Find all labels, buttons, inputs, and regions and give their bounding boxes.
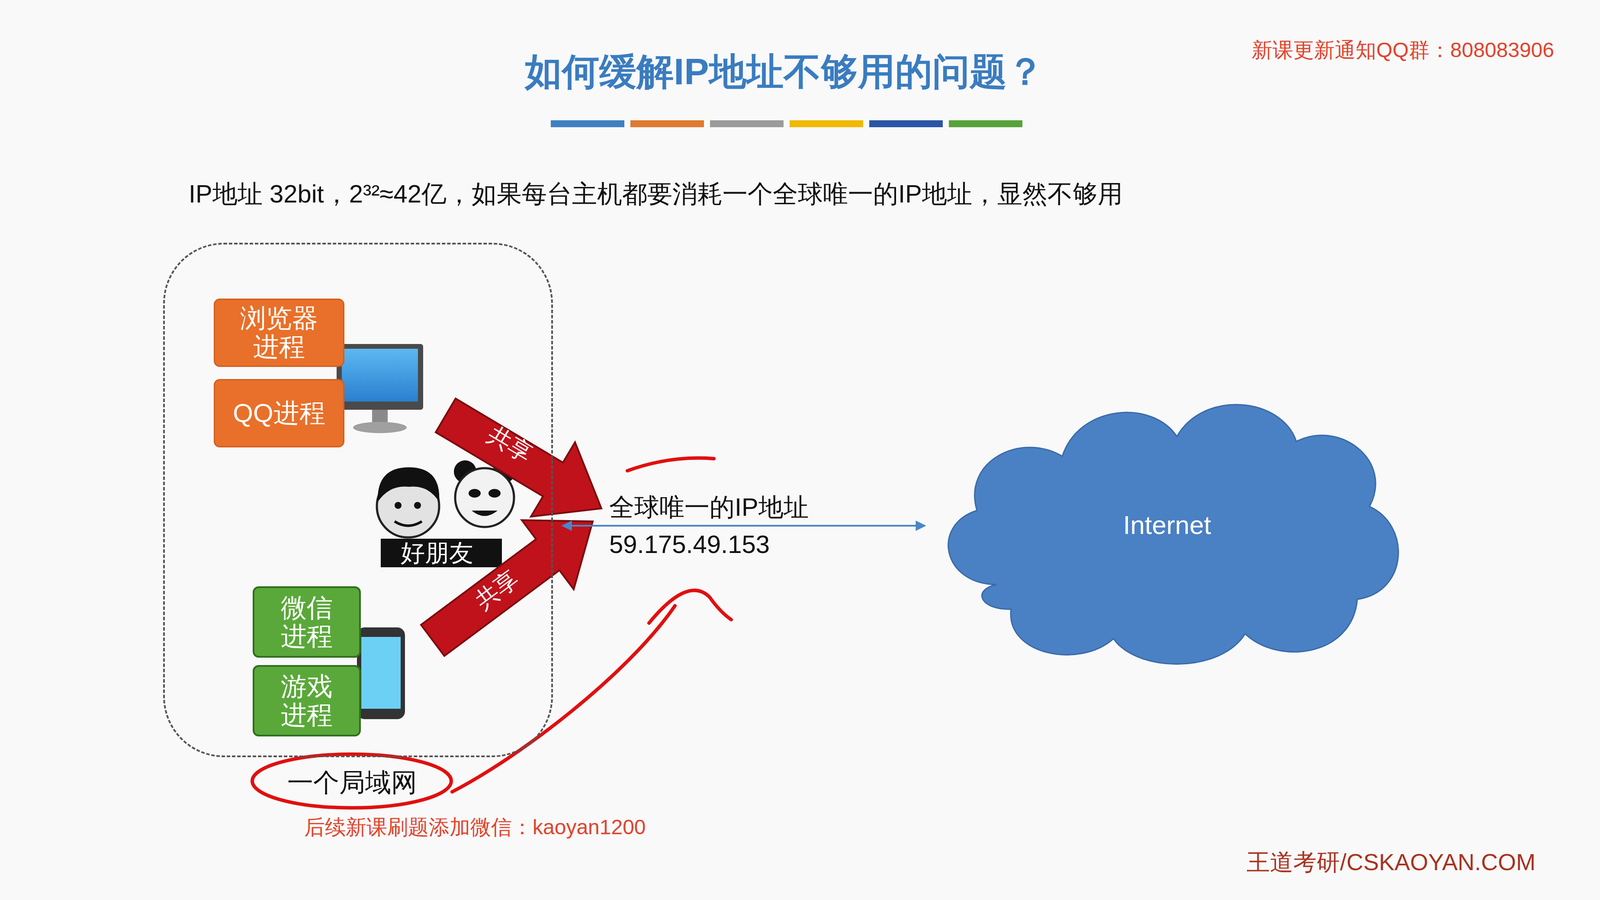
process-box: 浏览器 进程: [213, 298, 345, 367]
note-label: 全球唯一的IP地址: [609, 494, 809, 520]
meme-mouth: [394, 521, 422, 526]
hand-hook: [648, 590, 732, 624]
meme-face: [455, 468, 515, 527]
color-bar: [630, 120, 704, 128]
note-label: 王道考研/CSKAOYAN.COM: [1246, 850, 1536, 874]
node-text: 微信 进程: [271, 593, 342, 651]
node-text: QQ进程: [232, 398, 325, 428]
meme-band: [380, 538, 502, 568]
monitor-stand: [372, 409, 388, 424]
monitor-base: [353, 421, 407, 434]
monitor-frame: [336, 343, 424, 410]
link-line: [562, 524, 926, 527]
process-box: 游戏 进程: [252, 665, 361, 737]
note-label: 新课更新通知QQ群：808083906: [1251, 39, 1555, 61]
share-arrow: [435, 398, 602, 517]
process-box: QQ进程: [213, 379, 345, 448]
color-bar: [869, 120, 943, 128]
hand-arrow: [452, 605, 675, 792]
node-text: 浏览器 进程: [232, 304, 326, 362]
color-bar: [948, 120, 1023, 128]
note-label: 59.175.49.153: [609, 531, 770, 557]
meme-eye: [414, 501, 421, 509]
cloud-shape: [948, 404, 1399, 665]
slide-title: 如何缓解IP地址不够用的问题？: [524, 52, 1044, 90]
note-label: 好朋友: [400, 540, 474, 566]
lan-region: 一个局域网浏览器 进程QQ进程微信 进程游戏 进程: [163, 242, 553, 758]
color-bar: [550, 120, 625, 128]
meme-eye: [394, 501, 402, 509]
color-bar: [710, 120, 784, 128]
process-box: 微信 进程: [252, 586, 361, 658]
hand-circle: [252, 754, 452, 808]
note-label: 后续新课刷题添加微信：kaoyan1200: [304, 816, 646, 838]
phone-body: [356, 627, 405, 720]
meme-eye: [488, 488, 501, 498]
color-bar: [789, 120, 864, 128]
internet-cloud: Internet: [923, 377, 1411, 674]
region-heading: 一个局域网: [287, 769, 418, 796]
meme-mouth: [471, 510, 498, 517]
node-text: 游戏 进程: [271, 672, 342, 730]
monitor-screen: [341, 348, 418, 402]
hand-stroke: [627, 458, 714, 471]
note-label: IP地址 32bit，2³²≈42亿，如果每台主机都要消耗一个全球唯一的IP地址…: [188, 181, 1123, 207]
phone-screen: [361, 636, 401, 709]
meme-eye: [468, 488, 481, 498]
node-text: Internet: [1123, 510, 1212, 540]
meme-hair: [377, 467, 440, 502]
